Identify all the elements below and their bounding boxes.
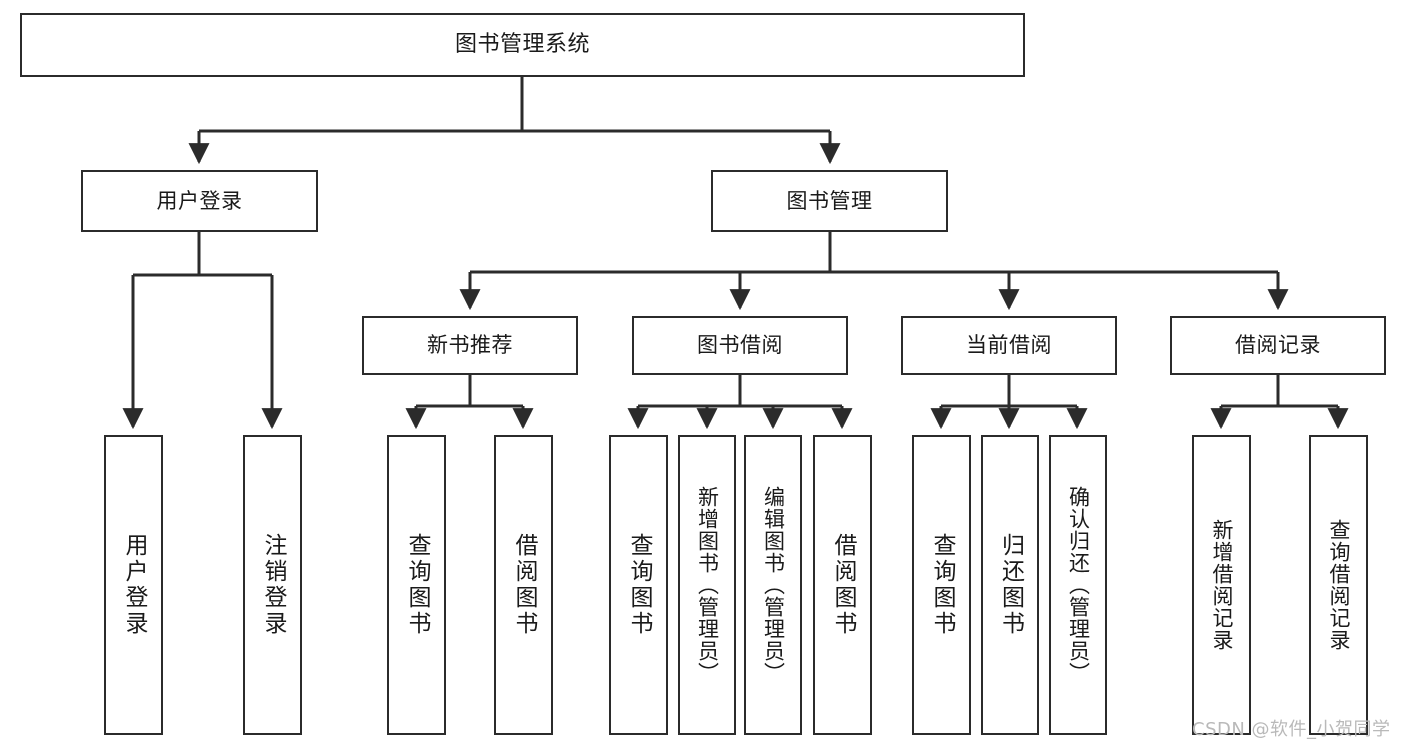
node-borrow-record[interactable]: 借阅记录 bbox=[1170, 316, 1386, 375]
node-user-login-label: 用户登录 bbox=[156, 188, 243, 213]
node-book-manage-label: 图书管理 bbox=[786, 188, 873, 213]
node-leaf-edit-book[interactable]: 编辑图书（管理员） bbox=[744, 435, 802, 735]
node-leaf-borrow-book-2[interactable]: 借阅图书 bbox=[813, 435, 872, 735]
node-leaf-query-book-2[interactable]: 查询图书 bbox=[609, 435, 668, 735]
csdn-watermark: CSDN @软件_小贺同学 bbox=[1192, 719, 1391, 740]
node-leaf-edit-book-label: 编辑图书（管理员） bbox=[761, 486, 786, 684]
node-leaf-add-book-label: 新增图书（管理员） bbox=[695, 486, 720, 684]
node-leaf-confirm-return[interactable]: 确认归还（管理员） bbox=[1049, 435, 1107, 735]
node-root-label: 图书管理系统 bbox=[454, 32, 590, 58]
node-book-borrow-label: 图书借阅 bbox=[697, 333, 783, 358]
node-book-manage[interactable]: 图书管理 bbox=[711, 170, 948, 232]
node-leaf-borrow-book-1[interactable]: 借阅图书 bbox=[494, 435, 553, 735]
node-leaf-query-book-1-label: 查询图书 bbox=[404, 533, 430, 637]
node-borrow-record-label: 借阅记录 bbox=[1235, 333, 1321, 358]
node-leaf-borrow-book-2-label: 借阅图书 bbox=[830, 533, 856, 637]
node-current-borrow[interactable]: 当前借阅 bbox=[901, 316, 1117, 375]
node-root[interactable]: 图书管理系统 bbox=[20, 13, 1025, 77]
node-leaf-user-logout-label: 注销登录 bbox=[260, 533, 286, 637]
node-new-book-recommend[interactable]: 新书推荐 bbox=[362, 316, 578, 375]
node-leaf-add-record[interactable]: 新增借阅记录 bbox=[1192, 435, 1251, 735]
node-leaf-return-book[interactable]: 归还图书 bbox=[981, 435, 1039, 735]
node-leaf-borrow-book-1-label: 借阅图书 bbox=[511, 533, 537, 637]
node-book-borrow[interactable]: 图书借阅 bbox=[632, 316, 848, 375]
node-leaf-query-record-label: 查询借阅记录 bbox=[1327, 519, 1351, 651]
node-user-login[interactable]: 用户登录 bbox=[81, 170, 318, 232]
node-current-borrow-label: 当前借阅 bbox=[966, 333, 1052, 358]
node-leaf-add-book[interactable]: 新增图书（管理员） bbox=[678, 435, 736, 735]
node-leaf-query-book-2-label: 查询图书 bbox=[626, 533, 652, 637]
node-leaf-user-login-label: 用户登录 bbox=[121, 533, 147, 637]
node-leaf-return-book-label: 归还图书 bbox=[997, 533, 1024, 637]
node-leaf-confirm-return-label: 确认归还（管理员） bbox=[1066, 486, 1091, 684]
node-leaf-query-book-3[interactable]: 查询图书 bbox=[912, 435, 971, 735]
node-leaf-query-book-3-label: 查询图书 bbox=[929, 533, 955, 637]
node-leaf-user-login[interactable]: 用户登录 bbox=[104, 435, 163, 735]
node-leaf-query-book-1[interactable]: 查询图书 bbox=[387, 435, 446, 735]
node-leaf-user-logout[interactable]: 注销登录 bbox=[243, 435, 302, 735]
node-leaf-query-record[interactable]: 查询借阅记录 bbox=[1309, 435, 1368, 735]
node-leaf-add-record-label: 新增借阅记录 bbox=[1210, 519, 1234, 651]
node-new-book-recommend-label: 新书推荐 bbox=[427, 333, 513, 358]
